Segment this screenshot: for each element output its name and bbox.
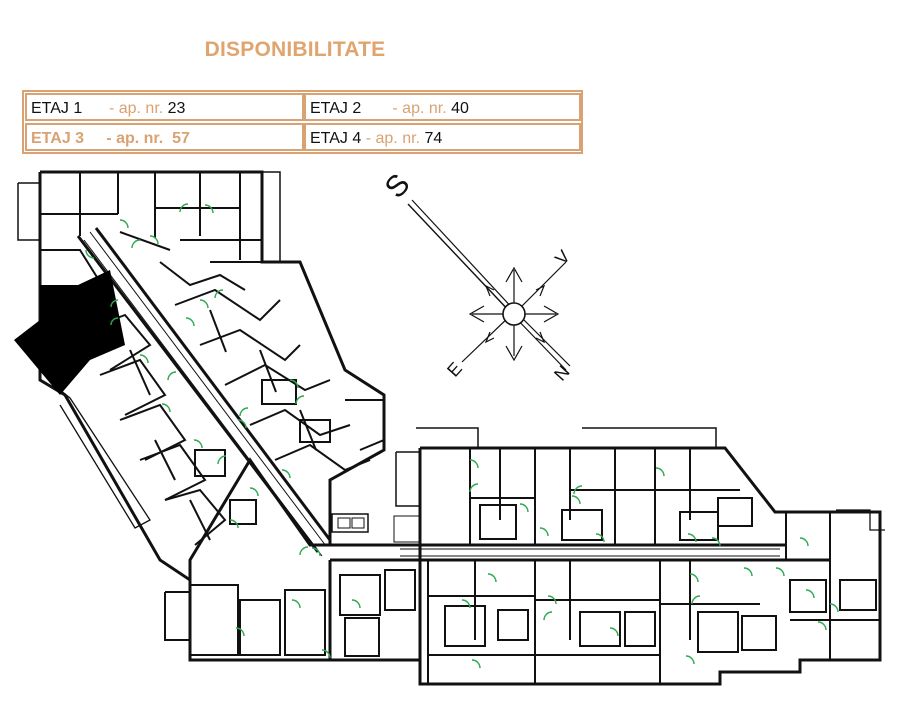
apt-number: 40	[451, 100, 469, 117]
south-wing	[330, 427, 885, 686]
junction-block	[164, 513, 421, 662]
page-title: DISPONIBILITATE	[204, 38, 386, 61]
floor-label: ETAJ 4	[310, 130, 362, 147]
compass-north-label: N	[550, 362, 574, 385]
floor-label: ETAJ 2	[310, 100, 362, 117]
floor-1-cell[interactable]: ETAJ 1 - ap. nr. 23	[25, 93, 304, 121]
floor-2-cell[interactable]: ETAJ 2 - ap. nr. 40	[304, 93, 581, 121]
floor-4-cell[interactable]: ETAJ 4 - ap. nr. 74	[304, 123, 581, 151]
floor-label: ETAJ 1	[31, 100, 83, 117]
apt-prefix: - ap. nr.	[392, 100, 447, 117]
compass-south-label: S	[379, 168, 417, 205]
floor-3-cell[interactable]: ETAJ 3 - ap. nr. 57	[25, 123, 304, 151]
apt-number: 23	[167, 100, 186, 117]
availability-table: ETAJ 1 - ap. nr. 23 ETAJ 2 - ap. nr. 40 …	[22, 90, 583, 154]
apt-prefix: - ap. nr.	[365, 130, 420, 147]
apt-number: 57	[172, 130, 190, 147]
door-swing-markers	[85, 203, 839, 669]
floor-label: ETAJ 3	[31, 130, 85, 147]
compass-icon	[407, 199, 571, 371]
compass-west-label: V	[551, 246, 574, 268]
apt-prefix: - ap. nr.	[108, 100, 164, 117]
apt-number: 74	[424, 130, 443, 147]
west-wing	[17, 170, 386, 583]
apt-prefix: - ap. nr.	[106, 130, 164, 147]
selected-apartment[interactable]	[14, 270, 125, 395]
